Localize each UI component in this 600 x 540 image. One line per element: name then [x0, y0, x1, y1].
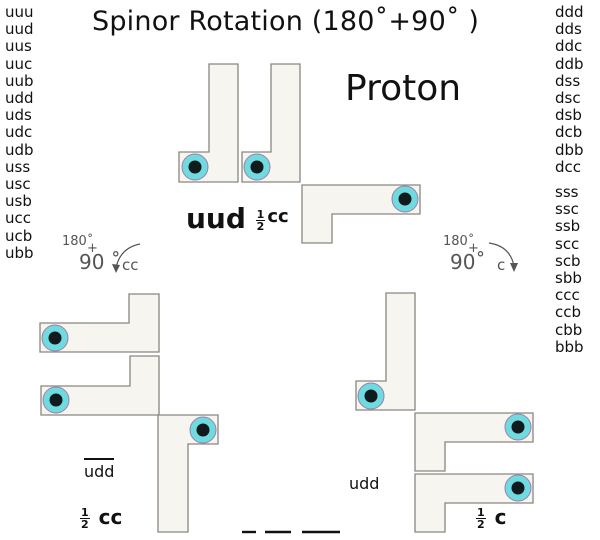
l-block-shape — [241, 63, 301, 183]
l-block-shape — [414, 412, 534, 472]
left-group-spin: 1 2 cc — [80, 505, 122, 530]
l-block-shape — [40, 355, 160, 416]
quark-combination: ddb — [555, 54, 584, 73]
right-quark-block-3 — [414, 473, 534, 533]
l-block-shape — [157, 414, 219, 533]
quark-combination: dsb — [555, 106, 582, 125]
quark-combination: dss — [555, 71, 581, 90]
right-direction: c — [494, 505, 507, 529]
counterclockwise-arrowhead-icon — [112, 264, 120, 273]
quark-combination: dcb — [555, 123, 583, 142]
top-quark-content: uud — [186, 202, 246, 235]
quark-combination: sbb — [555, 269, 582, 288]
quark-combination: scb — [555, 251, 581, 270]
right-quark-content: udd — [349, 474, 380, 493]
clockwise-arrowhead-icon — [510, 263, 518, 272]
left-quark-block-2 — [40, 355, 160, 416]
top-quark-block-3 — [301, 184, 421, 244]
spin-core-icon — [398, 192, 412, 206]
quark-combination: dcc — [555, 157, 582, 176]
right-quark-block-2 — [414, 412, 534, 472]
quark-combination: udc — [5, 123, 33, 142]
quark-combination: bbb — [555, 337, 584, 356]
quark-combination: scc — [555, 234, 580, 253]
quark-combination: ucb — [5, 226, 33, 245]
quark-combination: ucc — [5, 209, 32, 228]
quark-combination: ccb — [555, 303, 582, 322]
quark-combination: ccc — [555, 286, 580, 305]
spin-core-icon — [188, 160, 202, 174]
quark-combination: dds — [555, 20, 582, 39]
diagram-title: Spinor Rotation (180˚+90˚ ) — [92, 6, 480, 37]
spin-core-icon — [364, 389, 378, 403]
quark-combination: cbb — [555, 320, 583, 339]
spin-core-icon — [48, 331, 62, 345]
quark-combination: uuu — [5, 3, 34, 21]
top-direction: cc — [267, 206, 289, 227]
quark-combination: ssc — [555, 200, 579, 219]
quark-combination: usb — [5, 192, 32, 211]
quark-combination: udb — [5, 140, 34, 159]
quark-combination: ssb — [555, 217, 581, 236]
quark-combination: usc — [5, 175, 31, 194]
left-direction: cc — [98, 505, 123, 529]
quark-combination: sss — [555, 183, 579, 202]
quark-combination: uss — [5, 157, 31, 176]
quark-combination: uud — [5, 20, 34, 39]
right-group-spin: 1 2 c — [476, 505, 506, 530]
l-block-shape — [39, 293, 160, 353]
left-fraction: 1 2 — [80, 506, 90, 531]
left-quark-block-1 — [39, 293, 160, 353]
l-block-shape — [301, 184, 421, 244]
right-quark-block-1 — [355, 292, 416, 411]
quark-combination: dbb — [555, 140, 584, 159]
particle-name: Proton — [345, 68, 462, 109]
left-group-label: udd — [84, 458, 115, 481]
top-quark-block-2 — [241, 63, 301, 183]
spin-core-icon — [511, 420, 525, 434]
spin-core-icon — [49, 393, 63, 407]
right-fraction: 1 2 — [476, 506, 486, 531]
l-block-shape — [178, 63, 239, 183]
spin-core-icon — [250, 160, 264, 174]
clockwise-arrow-icon — [488, 242, 515, 267]
quark-combination: ubb — [5, 243, 34, 262]
quark-combination: ddd — [555, 3, 584, 21]
quark-combination: udd — [5, 89, 34, 108]
top-group-label: uud 1 2 cc — [186, 202, 289, 234]
quark-combination: uds — [5, 106, 32, 125]
spin-core-icon — [511, 481, 525, 495]
left-antiquark-content: udd — [84, 458, 115, 481]
top-quark-block-1 — [178, 63, 239, 183]
left-quark-block-3 — [157, 414, 219, 533]
quark-combination: dsc — [555, 89, 581, 108]
l-block-shape — [414, 473, 534, 533]
quark-combination: uuc — [5, 54, 33, 73]
right-group-label: udd — [349, 474, 379, 493]
l-block-shape — [355, 292, 416, 411]
quark-combination: uus — [5, 37, 32, 56]
quark-combination: uub — [5, 71, 34, 90]
spin-core-icon — [196, 423, 210, 437]
top-fraction: 1 2 — [255, 207, 266, 233]
quark-combination: ddc — [555, 37, 583, 56]
